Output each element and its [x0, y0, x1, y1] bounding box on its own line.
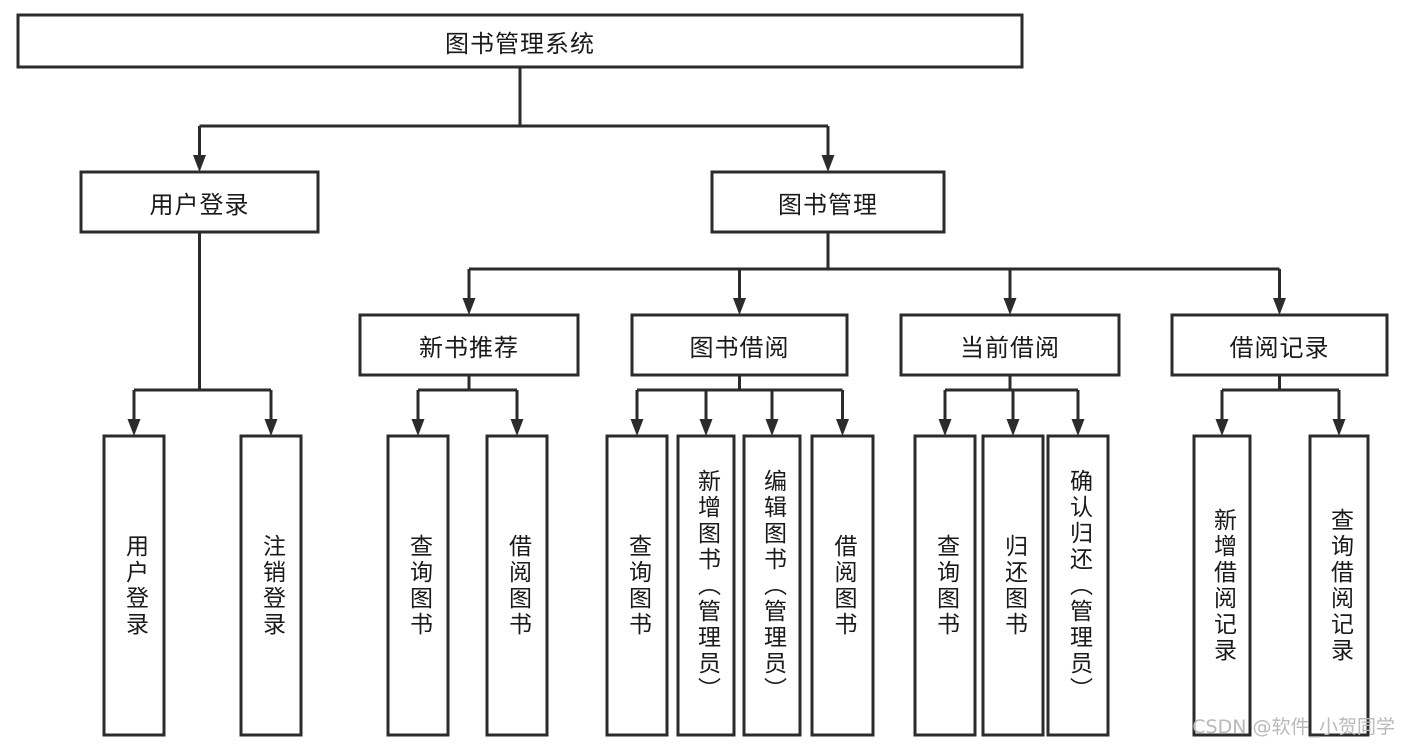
node-box-leaf-cur-return[interactable]	[981, 434, 1045, 737]
node-box-l2-new-book[interactable]	[358, 313, 580, 377]
connector-layer	[127, 67, 1346, 436]
node-box-leaf-user-login[interactable]	[102, 434, 166, 737]
node-box-leaf-cur-confirm[interactable]	[1046, 434, 1110, 737]
arrow-head-l1-book-mgmt-1	[733, 298, 746, 315]
node-box-leaf-bw-borrow[interactable]	[810, 434, 875, 737]
arrow-head-l1-book-mgmt-3	[1273, 298, 1286, 315]
node-box-l2-records[interactable]	[1170, 313, 1389, 377]
node-box-l2-borrow[interactable]	[630, 313, 849, 377]
arrow-head-l2-borrow-3	[836, 419, 849, 436]
arrow-head-l2-records-1	[1332, 419, 1346, 436]
arrow-head-root-0	[193, 155, 206, 172]
node-box-l1-book-mgmt[interactable]	[710, 170, 946, 234]
node-box-leaf-nb-query[interactable]	[386, 434, 450, 737]
arrow-head-l2-new-book-1	[510, 419, 524, 436]
arrow-head-l2-records-0	[1215, 419, 1229, 436]
arrow-head-l1-user-login-0	[127, 419, 141, 436]
node-box-leaf-logout[interactable]	[239, 434, 303, 737]
arrow-head-l1-user-login-1	[264, 419, 278, 436]
arrow-head-l2-current-0	[938, 419, 952, 436]
node-box-leaf-bw-add[interactable]	[676, 434, 736, 737]
arrow-head-l2-new-book-0	[411, 419, 425, 436]
arrow-head-l1-book-mgmt-2	[1003, 298, 1017, 315]
node-box-leaf-rec-query[interactable]	[1308, 434, 1370, 737]
arrow-head-root-1	[821, 155, 835, 172]
node-box-root[interactable]	[16, 13, 1024, 69]
node-box-l1-user-login[interactable]	[79, 170, 320, 234]
arrow-head-l2-current-2	[1071, 419, 1085, 436]
arrow-head-l2-current-1	[1006, 419, 1020, 436]
arrow-head-l1-book-mgmt-0	[462, 298, 476, 315]
arrow-head-l2-borrow-2	[765, 419, 779, 436]
arrow-head-l2-borrow-0	[630, 419, 644, 436]
node-box-leaf-cur-query[interactable]	[913, 434, 977, 737]
node-box-leaf-bw-edit[interactable]	[742, 434, 802, 737]
node-box-leaf-bw-query[interactable]	[605, 434, 669, 737]
node-box-leaf-nb-borrow[interactable]	[485, 434, 549, 737]
node-box-l2-current[interactable]	[899, 313, 1121, 377]
node-box-leaf-rec-add[interactable]	[1192, 434, 1252, 737]
arrow-head-l2-borrow-1	[699, 419, 713, 436]
node-box-layer	[16, 13, 1389, 737]
